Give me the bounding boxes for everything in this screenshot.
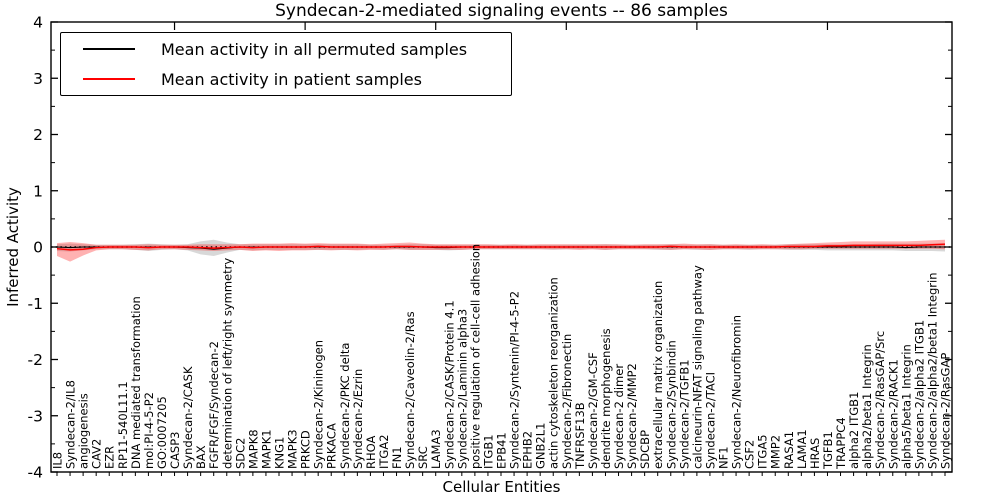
x-tick-label: dendrite morphogenesis <box>599 328 613 469</box>
x-tick-label: Syndecan-2/GM-CSF <box>586 352 600 469</box>
x-tick-label: positive regulation of cell-cell adhesio… <box>468 244 482 469</box>
y-tick-label: 0 <box>33 239 43 257</box>
legend-label: Mean activity in all permuted samples <box>161 39 468 59</box>
x-tick-label: alpha5/beta1 Integrin <box>899 344 913 469</box>
x-tick-label: Syndecan-2/alpha2/beta1 Integrin <box>925 272 939 469</box>
x-tick-label: alpha2/beta1 Integrin <box>860 344 874 469</box>
x-tick-label: EPB41 <box>495 432 509 469</box>
x-tick-label: MMP2 <box>769 435 783 469</box>
x-tick-label: FN1 <box>390 446 404 469</box>
x-tick-label: GNB2L1 <box>534 423 548 469</box>
x-tick-label: NF1 <box>717 446 731 469</box>
x-tick-label: extracellular matrix organization <box>651 281 665 469</box>
legend-entry-permuted: Mean activity in all permuted samples <box>61 35 511 63</box>
permuted-band <box>57 239 945 256</box>
x-tick-label: Syndecan-2/CASK/Protein 4.1 <box>442 300 456 469</box>
x-tick-label: CASP3 <box>168 432 182 469</box>
x-tick-label: Syndecan-2/MMP2 <box>625 363 639 469</box>
x-tick-label: Syndecan-2/Laminin alpha3 <box>455 309 469 469</box>
x-tick-label: Syndecan-2/Fibronectin <box>560 334 574 469</box>
patient-band <box>57 239 945 262</box>
x-tick-label: mol:PI-4-5-P2 <box>142 392 156 469</box>
x-tick-label: alpha2 ITGB1 <box>847 392 861 469</box>
x-tick-label: Syndecan-2/Kininogen <box>312 340 326 469</box>
y-tick-label: 4 <box>33 14 43 32</box>
x-tick-label: Syndecan-2/TACI <box>703 372 717 469</box>
y-tick-label: 1 <box>33 182 43 200</box>
x-tick-label: RHOA <box>364 436 378 469</box>
x-tick-label: calcineurin-NFAT signaling pathway <box>690 265 704 469</box>
chart-title: Syndecan-2-mediated signaling events -- … <box>275 1 728 21</box>
y-tick-label: -3 <box>28 407 43 425</box>
x-tick-label: ITGA2 <box>377 434 391 469</box>
x-tick-label: ITGB1 <box>481 434 495 469</box>
legend-label: Mean activity in patient samples <box>161 69 422 89</box>
x-tick-label: HRAS <box>808 438 822 469</box>
x-tick-label: Syndecan-2/RasGAP <box>939 353 953 469</box>
x-tick-label: angiogenesis <box>77 393 91 469</box>
x-tick-label: MAPK8 <box>246 429 260 469</box>
y-tick-label: 2 <box>33 126 43 144</box>
x-tick-label: Syndecan-2/alpha2 ITGB1 <box>912 320 926 469</box>
x-tick-label: MAPK1 <box>259 429 273 469</box>
x-tick-label: Syndecan-2/RasGAP/Src <box>873 331 887 469</box>
x-tick-label: Syndecan-2/Ezrin <box>351 369 365 469</box>
y-tick-label: -2 <box>28 351 43 369</box>
x-tick-label: EPHB2 <box>521 431 535 469</box>
x-axis-label: Cellular Entities <box>442 478 561 496</box>
x-tick-label: Syndecan-2/IL8 <box>64 380 78 469</box>
x-tick-label: IL8 <box>51 452 65 469</box>
x-tick-label: CSF2 <box>743 440 757 469</box>
x-tick-label: Syndecan-2 dimer <box>612 364 626 469</box>
x-tick-label: CAV2 <box>90 439 104 469</box>
x-tick-label: Syndecan-2/Neurofibromin <box>730 315 744 469</box>
x-tick-label: Syndecan-2/PKC delta <box>338 343 352 469</box>
x-tick-label: Syndecan-2/RACK1 <box>886 359 900 469</box>
x-tick-label: FGFR/FGF/Syndecan-2 <box>207 341 221 469</box>
x-tick-label: ITGA5 <box>756 434 770 469</box>
x-tick-label: RASA1 <box>782 431 796 469</box>
x-tick-label: SDCBP <box>638 430 652 469</box>
patient-mean-line <box>56 243 946 251</box>
x-tick-label: Syndecan-2/Caveolin-2/Ras <box>403 311 417 469</box>
x-tick-label: LAMA1 <box>795 429 809 469</box>
x-tick-label: Syndecan-2/CASK <box>181 366 195 469</box>
x-tick-label: DNA mediated transformation <box>129 296 143 469</box>
x-tick-label: EZR <box>103 446 117 469</box>
legend: Mean activity in all permuted samples Me… <box>60 32 512 96</box>
y-tick-label: -4 <box>28 464 43 482</box>
x-tick-label: Syndecan-2/Synbindin <box>664 340 678 469</box>
permuted-line-swatch-icon <box>83 48 135 50</box>
x-tick-label: TGFB1 <box>821 431 835 470</box>
x-tick-label: SDC2 <box>233 437 247 469</box>
patient-line-swatch-icon <box>83 78 135 80</box>
legend-entry-patient: Mean activity in patient samples <box>61 65 511 93</box>
x-tick-label: Syndecan-2/Syntenin/PI-4-5-P2 <box>508 291 522 469</box>
x-tick-label: PRKACA <box>325 423 339 469</box>
x-tick-label: PRKCD <box>299 430 313 469</box>
x-tick-label: GO:0007205 <box>155 396 169 469</box>
x-tick-label: LAMA3 <box>429 429 443 469</box>
y-tick-label: -1 <box>28 295 43 313</box>
x-tick-label: actin cytoskeleton reorganization <box>547 277 561 469</box>
x-tick-label: RP11-540L11.1 <box>116 381 130 469</box>
x-tick-label: TRAPPC4 <box>834 417 848 470</box>
y-tick-label: 3 <box>33 70 43 88</box>
x-tick-label: KNG1 <box>273 437 287 469</box>
x-tick-label: BAX <box>194 445 208 469</box>
x-tick-label: SRC <box>416 446 430 469</box>
x-tick-label: MAPK3 <box>286 429 300 469</box>
x-tick-label: determination of left/right symmetry <box>220 258 234 469</box>
x-tick-label: Syndecan-2/TGFB1 <box>677 359 691 469</box>
x-tick-label: TNFRSF13B <box>573 402 587 470</box>
